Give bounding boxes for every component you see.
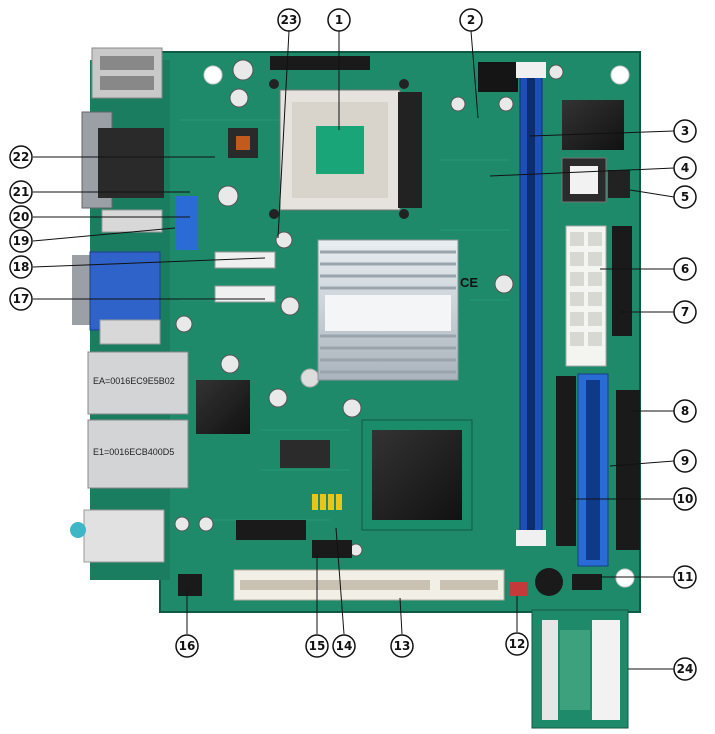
chipset-heatsink bbox=[317, 239, 459, 381]
callout-13: 13 bbox=[390, 634, 414, 658]
svg-text:23: 23 bbox=[281, 13, 298, 27]
callout-9: 9 bbox=[673, 449, 697, 473]
callouts: 1 2 3 4 5 6 7 8 9 10 11 12 13 14 15 16 1… bbox=[9, 8, 697, 681]
compact-flash-card-module bbox=[531, 609, 629, 729]
sata-connector-2 bbox=[214, 285, 276, 303]
callout-12: 12 bbox=[505, 632, 529, 656]
callout-10: 10 bbox=[673, 487, 697, 511]
svg-text:11: 11 bbox=[677, 570, 694, 584]
capacitors bbox=[174, 59, 564, 557]
svg-text:5: 5 bbox=[681, 190, 689, 204]
callout-21: 21 bbox=[9, 180, 33, 204]
fan-connector bbox=[478, 62, 518, 92]
callout-20: 20 bbox=[9, 205, 33, 229]
svg-text:21: 21 bbox=[13, 185, 30, 199]
jumper-block bbox=[608, 170, 630, 198]
lan1-mac-label: EA=0016EC9E5B02 bbox=[93, 376, 175, 386]
svg-text:16: 16 bbox=[179, 639, 196, 653]
callout-7: 7 bbox=[673, 300, 697, 324]
svg-text:3: 3 bbox=[681, 124, 689, 138]
callout-18: 18 bbox=[9, 255, 33, 279]
com-header bbox=[312, 540, 352, 558]
pci-slot bbox=[233, 569, 505, 601]
callout-5: 5 bbox=[673, 185, 697, 209]
callout-8: 8 bbox=[673, 399, 697, 423]
svg-text:18: 18 bbox=[13, 260, 30, 274]
lan2-mac-label: E1=0016ECB400D5 bbox=[93, 447, 174, 457]
callout-11: 11 bbox=[673, 565, 697, 589]
svg-text:6: 6 bbox=[681, 262, 689, 276]
ide-connectors bbox=[556, 373, 640, 567]
jp-header bbox=[572, 574, 602, 590]
callout-14: 14 bbox=[332, 634, 356, 658]
front-panel-header bbox=[270, 56, 370, 70]
callout-23: 23 bbox=[277, 8, 301, 32]
callout-3: 3 bbox=[673, 119, 697, 143]
callout-24: 24 bbox=[673, 657, 697, 681]
svg-text:24: 24 bbox=[677, 662, 694, 676]
svg-text:19: 19 bbox=[13, 234, 30, 248]
red-connector bbox=[510, 582, 528, 596]
south-bridge-chip bbox=[361, 419, 473, 531]
atx-power-connector bbox=[565, 225, 607, 367]
cpu-socket bbox=[269, 79, 422, 219]
svg-text:12: 12 bbox=[509, 637, 526, 651]
callout-19: 19 bbox=[9, 229, 33, 253]
dimm-slot bbox=[516, 62, 546, 546]
yellow-jumpers bbox=[312, 494, 342, 510]
usb-header bbox=[176, 196, 198, 250]
callout-1: 1 bbox=[327, 8, 351, 32]
svg-text:1: 1 bbox=[335, 13, 343, 27]
callout-6: 6 bbox=[673, 257, 697, 281]
bottom-header bbox=[236, 520, 306, 540]
svg-text:2: 2 bbox=[467, 13, 475, 27]
audio-codec-chip bbox=[280, 440, 330, 468]
svg-text:20: 20 bbox=[13, 210, 30, 224]
svg-text:4: 4 bbox=[681, 161, 689, 175]
svg-text:15: 15 bbox=[309, 639, 326, 653]
fan-header-left bbox=[178, 574, 202, 596]
ce-mark: CE bbox=[460, 275, 478, 290]
svg-text:7: 7 bbox=[681, 305, 689, 319]
callout-17: 17 bbox=[9, 287, 33, 311]
callout-15: 15 bbox=[305, 634, 329, 658]
callout-leaders bbox=[32, 30, 675, 670]
svg-text:14: 14 bbox=[336, 639, 353, 653]
svg-text:10: 10 bbox=[677, 492, 694, 506]
lan-controller-chip bbox=[196, 380, 250, 434]
floppy-header bbox=[612, 226, 632, 336]
callout-2: 2 bbox=[459, 8, 483, 32]
battery-buzzer bbox=[535, 568, 563, 596]
svg-text:17: 17 bbox=[13, 292, 30, 306]
callout-4: 4 bbox=[673, 156, 697, 180]
svg-text:13: 13 bbox=[394, 639, 411, 653]
io-chip bbox=[562, 100, 624, 150]
svg-text:9: 9 bbox=[681, 454, 689, 468]
callout-22: 22 bbox=[9, 145, 33, 169]
svg-text:8: 8 bbox=[681, 404, 689, 418]
callout-16: 16 bbox=[175, 634, 199, 658]
svg-text:22: 22 bbox=[13, 150, 30, 164]
